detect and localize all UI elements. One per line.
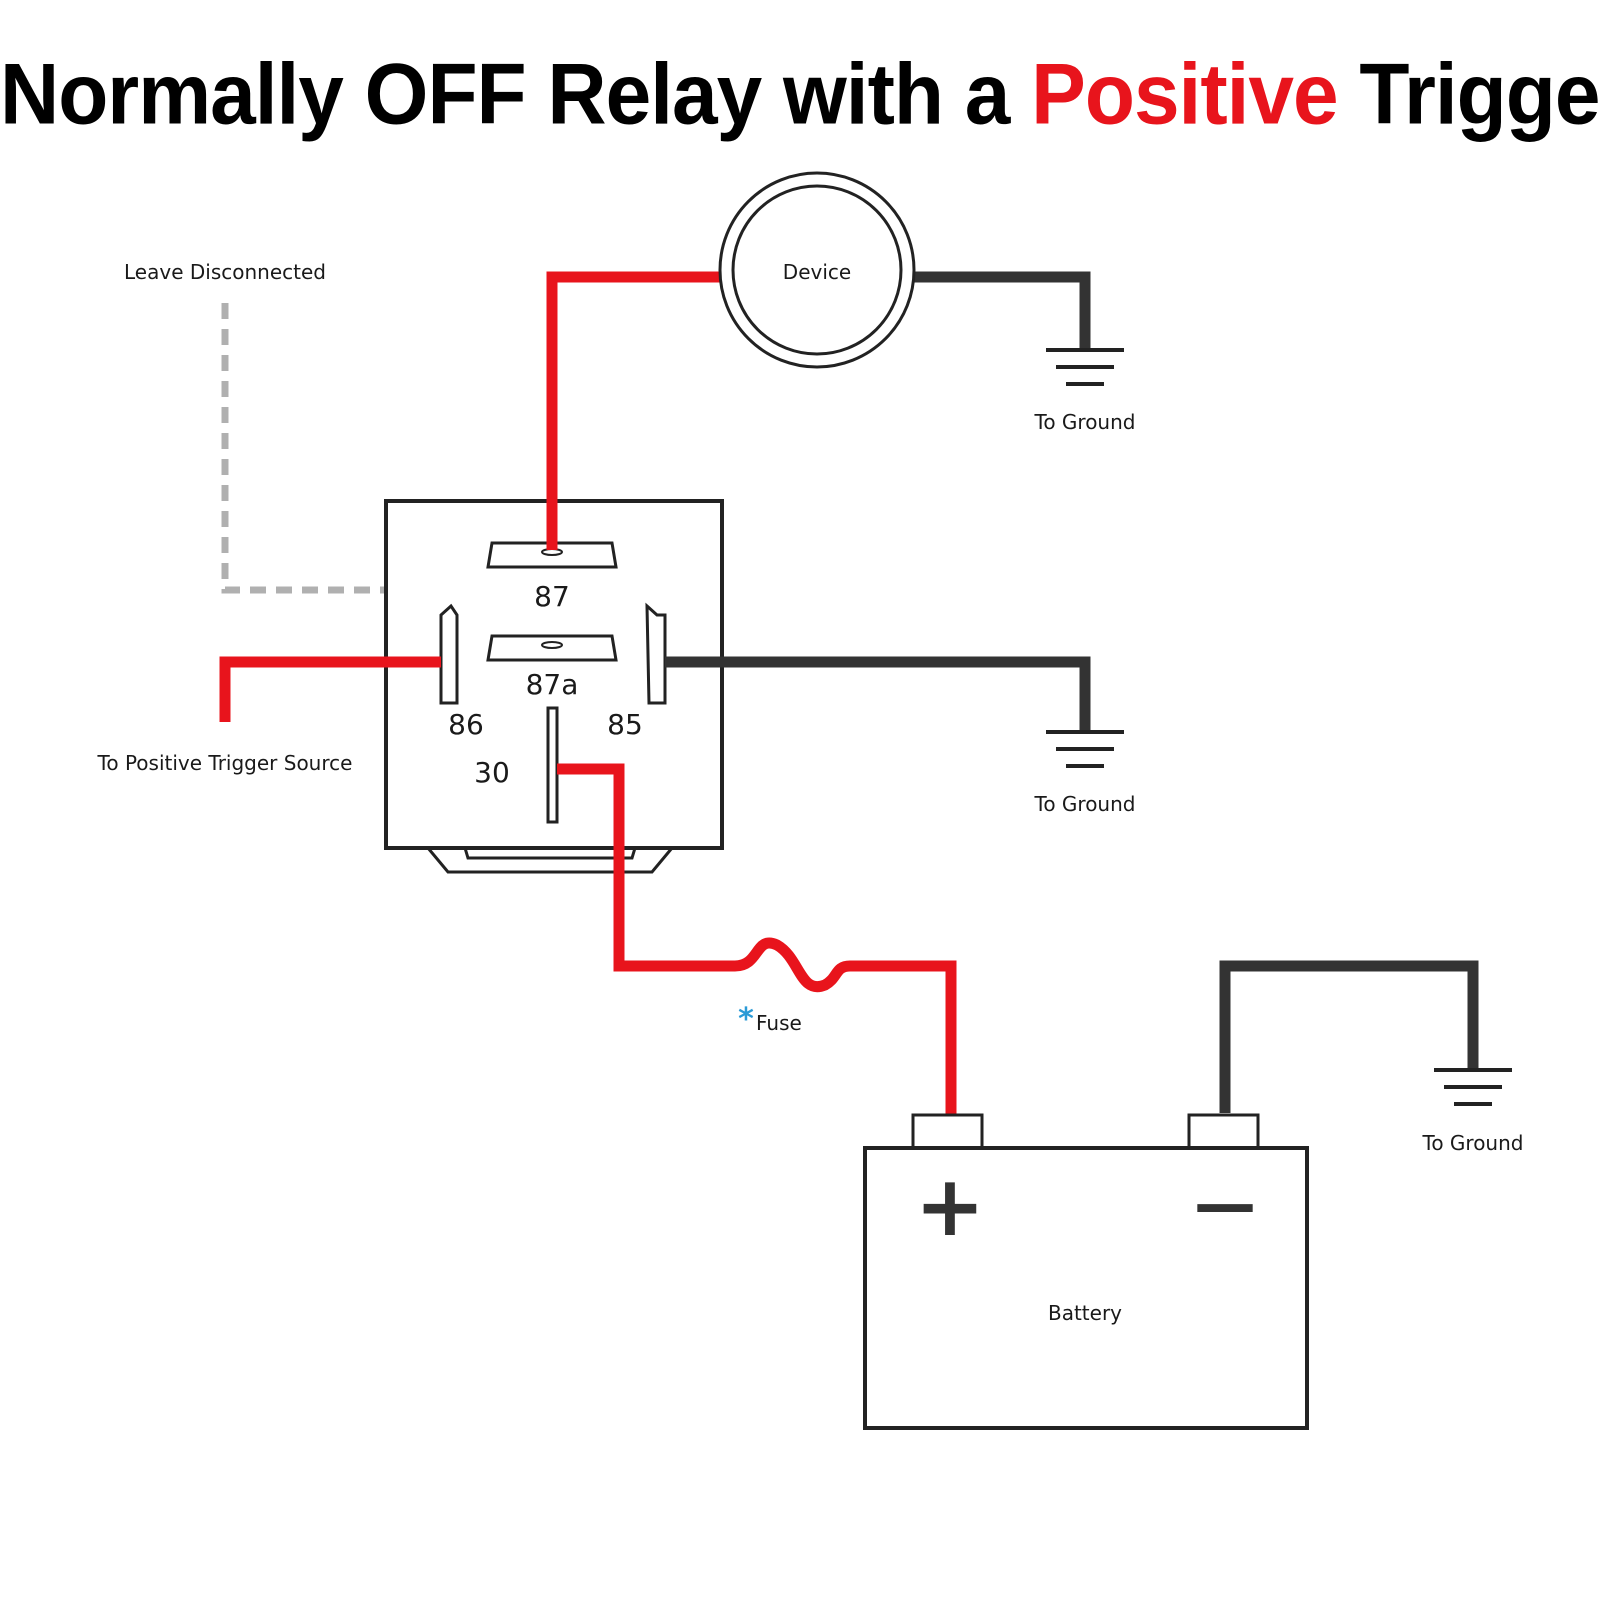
relay-base-inner: [463, 847, 637, 860]
battery-plus-icon: +: [915, 1157, 985, 1255]
pin-label-30: 30: [474, 756, 510, 789]
battery-terminal-negative: [1187, 1113, 1260, 1152]
pin-label-86: 86: [448, 708, 484, 741]
device-label: Device: [783, 260, 851, 284]
to-ground-label-relay: To Ground: [1034, 792, 1136, 816]
wire-86-trigger: [219, 656, 441, 722]
relay-base: [426, 847, 674, 874]
wire-85-to-ground: [665, 656, 1091, 730]
title-prefix: Normally OFF Relay with a: [0, 46, 1032, 143]
ground-symbol-icon: [1434, 1068, 1512, 1106]
battery-body: [863, 1146, 1309, 1430]
ground-symbol-icon: [1046, 348, 1124, 386]
diagram-title: Normally OFF Relay with a Positive Trigg…: [0, 37, 1600, 153]
fuse-marker-icon: *: [738, 1002, 754, 1037]
wire-87-to-device: [546, 271, 724, 550]
pin-30-blade: [546, 706, 559, 824]
ground-symbol-icon: [1046, 730, 1124, 768]
battery-terminal-positive: [911, 1113, 984, 1152]
wire-device-to-ground: [906, 271, 1091, 348]
fuse-label: Fuse: [756, 1011, 802, 1035]
title-accent: Positive: [1031, 46, 1338, 143]
wire-30-to-fuse-to-battery: [557, 763, 957, 1115]
wire-battery-negative-to-ground: [1219, 960, 1479, 1113]
pin-label-87a: 87a: [526, 668, 579, 701]
to-ground-label-device: To Ground: [1034, 410, 1136, 434]
pin-label-85: 85: [607, 708, 643, 741]
battery-label: Battery: [1048, 1301, 1122, 1325]
battery-icon: + — Battery: [863, 1113, 1309, 1430]
pin-85-blade: [645, 602, 667, 705]
device-inner-ring: [731, 184, 903, 356]
relay-icon: 87 87a 86 85 30: [384, 499, 724, 874]
device-icon: Device: [718, 171, 916, 369]
pin-86-blade: [439, 603, 459, 705]
pin-label-87: 87: [534, 580, 570, 613]
battery-minus-icon: —: [1194, 1167, 1256, 1240]
title-suffix: Trigger: [1359, 46, 1600, 143]
pin-87a-hole: [541, 641, 563, 649]
leave-disconnected-label: Leave Disconnected: [124, 260, 326, 284]
to-ground-label-battery: To Ground: [1422, 1131, 1524, 1155]
trigger-source-label: To Positive Trigger Source: [97, 751, 353, 775]
